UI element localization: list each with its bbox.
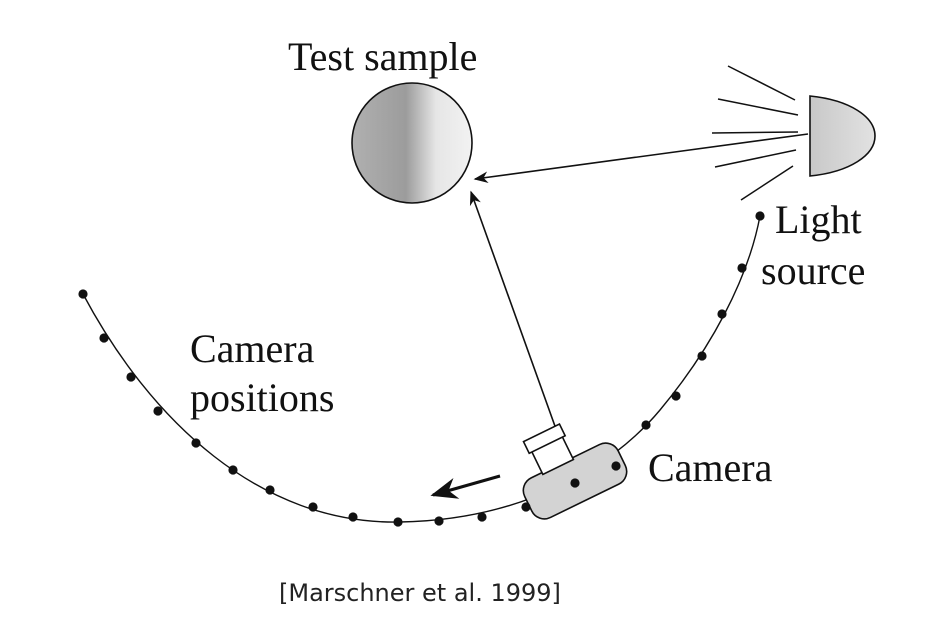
camera-position-dots xyxy=(78,211,765,527)
camera-position-dot xyxy=(641,420,651,430)
camera-positions-label-line1: Camera xyxy=(190,326,315,371)
camera-position-dot xyxy=(191,438,201,448)
camera-label: Camera xyxy=(648,445,773,490)
camera-position-dot xyxy=(228,465,238,475)
camera-position-dot xyxy=(737,263,747,273)
camera-position-dot xyxy=(434,516,444,526)
camera-position-dot xyxy=(570,478,580,488)
camera-position-dot xyxy=(99,333,109,343)
camera-position-dot xyxy=(153,406,163,416)
arrow-left-icon xyxy=(430,474,501,499)
lamp-icon xyxy=(711,65,876,201)
test-sample-label: Test sample xyxy=(288,34,477,79)
camera-position-dot xyxy=(611,461,621,471)
camera-positions-label-line2: positions xyxy=(190,375,334,420)
light-source-label-line2: source xyxy=(761,248,865,293)
camera-position-dot xyxy=(671,391,681,401)
camera-position-dot xyxy=(521,502,531,512)
camera-position-dot xyxy=(477,512,487,522)
camera-position-dot xyxy=(697,351,707,361)
camera-position-dot xyxy=(126,372,136,382)
camera-position-dot xyxy=(348,512,358,522)
camera-position-dot xyxy=(755,211,765,221)
light-ray-arrow xyxy=(473,133,809,183)
camera-position-dot xyxy=(717,309,727,319)
camera-position-dot xyxy=(308,502,318,512)
camera-path-arc xyxy=(82,215,761,523)
camera-ray-arrow xyxy=(469,190,557,430)
camera-position-dot xyxy=(265,485,275,495)
camera-position-dot xyxy=(78,289,88,299)
citation-caption: [Marschner et al. 1999] xyxy=(279,579,561,607)
sphere-icon xyxy=(351,82,473,204)
light-source-label-line1: Light xyxy=(775,197,862,242)
camera-position-dot xyxy=(393,517,403,527)
